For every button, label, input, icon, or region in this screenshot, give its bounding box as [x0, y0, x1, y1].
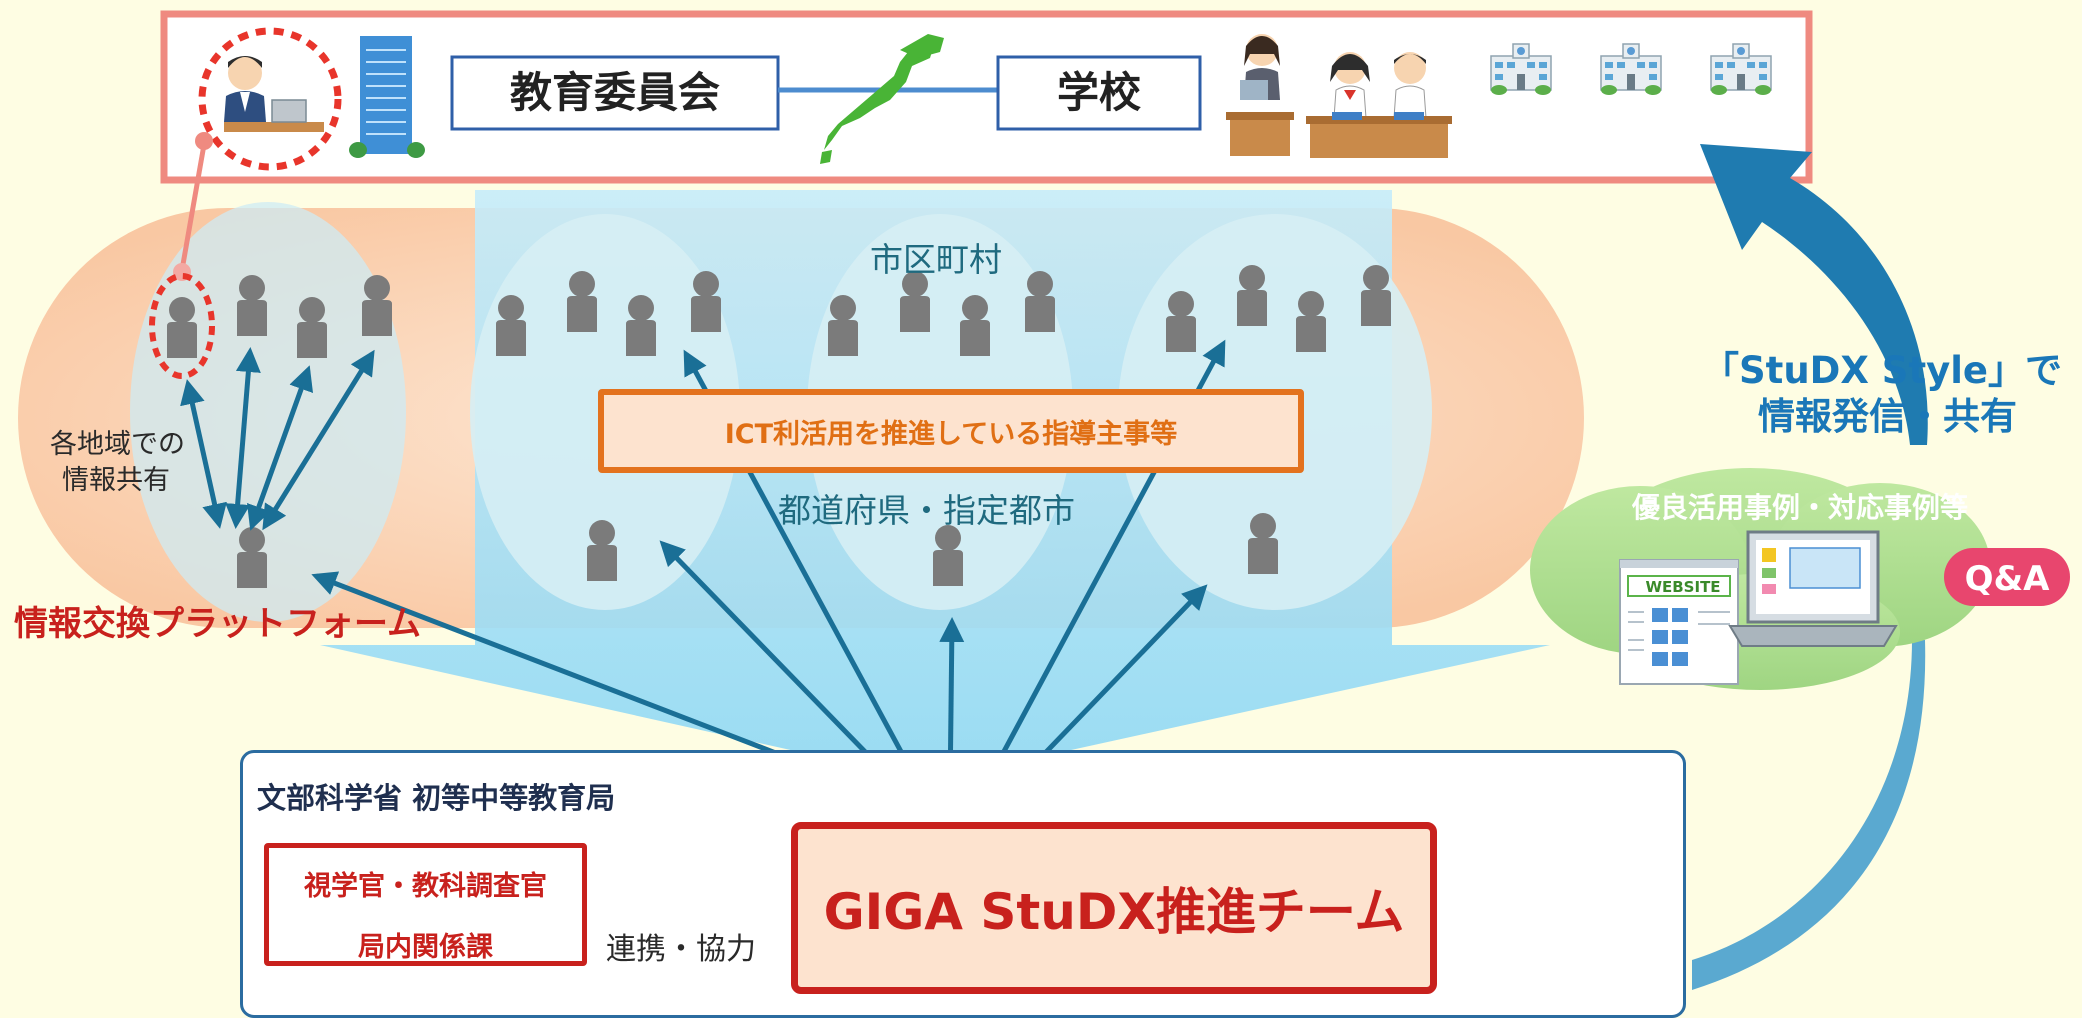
studx-line2: 情報発信・共有: [1758, 395, 2017, 438]
person-icon: [1166, 291, 1196, 352]
students-icon: [1306, 52, 1452, 158]
regional-group-ellipse: [130, 202, 406, 622]
prefecture-label: 都道府県・指定都市: [778, 491, 1075, 530]
studx-line1: 「StuDX Style」で: [1702, 349, 2063, 392]
person-icon: [960, 295, 990, 356]
person-icon: [691, 271, 721, 332]
website-label: WEBSITE: [1645, 578, 1720, 596]
qa-badge-icon: [1944, 548, 2070, 606]
person-icon: [828, 295, 858, 356]
regional-sharing-line2: 情報共有: [62, 465, 170, 496]
office-building-icon: [349, 36, 425, 158]
school-label: 学校: [1057, 68, 1141, 117]
shigaku-box: 視学官・教科調査官 局内関係課: [264, 843, 587, 966]
person-icon: [237, 275, 267, 336]
japan-map-icon: [820, 34, 944, 164]
top-frame: [160, 10, 1813, 184]
upward-arrow: [1700, 144, 1928, 445]
ict-leader-box: ICT利活用を推進している指導主事等: [598, 389, 1304, 473]
platform-label: 情報交換プラットフォーム: [14, 604, 421, 644]
cooperation-label: 連携・協力: [606, 932, 756, 967]
person-icon: [496, 295, 526, 356]
person-icon: [1248, 513, 1278, 574]
person-icon: [933, 525, 963, 586]
person-icon: [567, 271, 597, 332]
giga-label: GIGA StuDX推進チーム: [823, 883, 1405, 941]
shigaku-line1: 視学官・教科調査官: [304, 871, 547, 902]
person-icon: [362, 275, 392, 336]
cloud-label: 優良活用事例・対応事例等: [1632, 491, 1969, 524]
person-icon: [1361, 265, 1391, 326]
shigaku-line2: 局内関係課: [358, 932, 493, 963]
mext-label: 文部科学省 初等中等教育局: [257, 781, 616, 815]
board-label: 教育委員会: [510, 68, 720, 117]
person-icon: [297, 297, 327, 358]
person-icon: [587, 520, 617, 581]
person-icon: [1237, 265, 1267, 326]
giga-team-box: GIGA StuDX推進チーム: [791, 822, 1437, 994]
qa-label: Q&A: [1965, 559, 2051, 599]
regional-sharing-line1: 各地域での: [50, 429, 185, 460]
laptop-icon: [1728, 530, 1898, 647]
ict-box-label: ICT利活用を推進している指導主事等: [724, 418, 1178, 450]
person-icon: [167, 297, 197, 358]
municipality-label: 市区町村: [870, 240, 1002, 279]
person-icon: [626, 295, 656, 356]
website-screen-icon: [1619, 559, 1739, 685]
teacher-at-desk-icon: [198, 27, 342, 171]
person-icon: [1296, 291, 1326, 352]
person-icon: [1025, 271, 1055, 332]
person-icon: [237, 527, 267, 588]
lecturer-icon: [1226, 34, 1294, 156]
return-arc: [1692, 640, 1926, 990]
